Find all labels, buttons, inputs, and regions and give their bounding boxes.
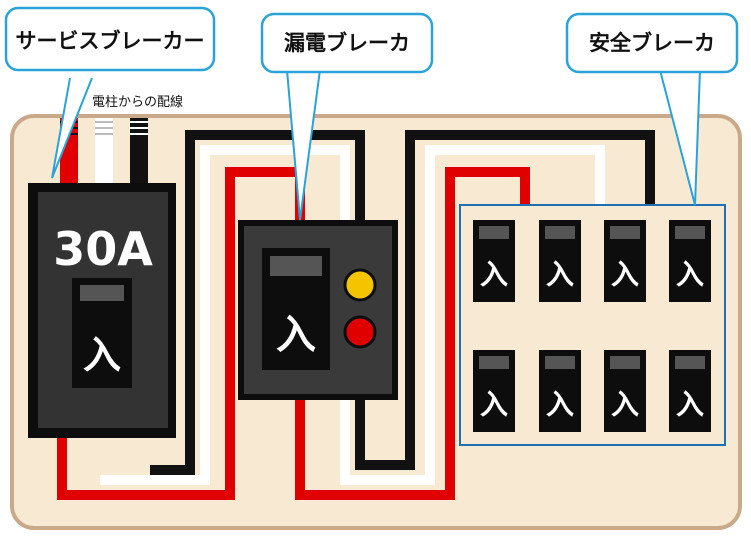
safety-breaker-knob	[675, 226, 705, 239]
safety-breaker-3[interactable]: 入	[604, 220, 646, 302]
safety-breaker-knob	[479, 356, 509, 369]
wire-black-1	[150, 130, 365, 475]
safety-breaker-label: 入	[480, 258, 508, 291]
safety-breaker-label: 入	[611, 388, 639, 421]
leakage-breaker: 入	[238, 220, 398, 400]
safety-breaker-1[interactable]: 入	[473, 220, 515, 302]
safety-breaker-knob	[675, 356, 705, 369]
callout-safety: 安全ブレーカ	[565, 12, 739, 206]
wire-source-label: 電柱からの配線	[92, 94, 183, 110]
incoming-wire-white	[95, 118, 113, 188]
safety-breaker-8[interactable]: 入	[669, 350, 711, 432]
safety-breaker-label: 入	[546, 388, 574, 421]
service-breaker: 30A 入	[28, 183, 176, 438]
leakage-breaker-switch-label: 入	[276, 312, 316, 358]
wire-white-2	[340, 145, 605, 485]
callout-leakage-text: 漏電ブレーカ	[284, 31, 410, 55]
safety-breaker-knob	[545, 226, 575, 239]
safety-breaker-4[interactable]: 入	[669, 220, 711, 302]
safety-breaker-2[interactable]: 入	[539, 220, 581, 302]
wire-red-2	[295, 167, 530, 500]
callout-leakage: 漏電ブレーカ	[260, 12, 434, 221]
safety-breaker-label: 入	[546, 258, 574, 291]
safety-breaker-knob	[610, 226, 640, 239]
safety-breaker-label: 入	[480, 388, 508, 421]
wiring	[57, 118, 655, 500]
service-breaker-rating: 30A	[53, 222, 153, 276]
safety-breaker-label: 入	[676, 258, 704, 291]
service-breaker-switch-label: 入	[83, 333, 121, 377]
wire-black-2	[355, 130, 655, 470]
test-lamp-yellow	[343, 268, 377, 302]
safety-breaker-knob	[479, 226, 509, 239]
wire-white-1	[100, 145, 350, 485]
callout-service: サービスブレーカー	[4, 6, 216, 179]
safety-breaker-6[interactable]: 入	[539, 350, 581, 432]
callout-service-text: サービスブレーカー	[16, 29, 205, 53]
safety-breaker-knob	[610, 356, 640, 369]
safety-breaker-label: 入	[611, 258, 639, 291]
callout-safety-text: 安全ブレーカ	[589, 31, 715, 55]
safety-breaker-7[interactable]: 入	[604, 350, 646, 432]
safety-breaker-box: 入入入入入入入入	[459, 204, 726, 446]
test-lamp-red	[343, 315, 377, 349]
safety-breaker-5[interactable]: 入	[473, 350, 515, 432]
safety-breaker-knob	[545, 356, 575, 369]
incoming-wire-black	[130, 118, 148, 188]
safety-breaker-label: 入	[676, 388, 704, 421]
